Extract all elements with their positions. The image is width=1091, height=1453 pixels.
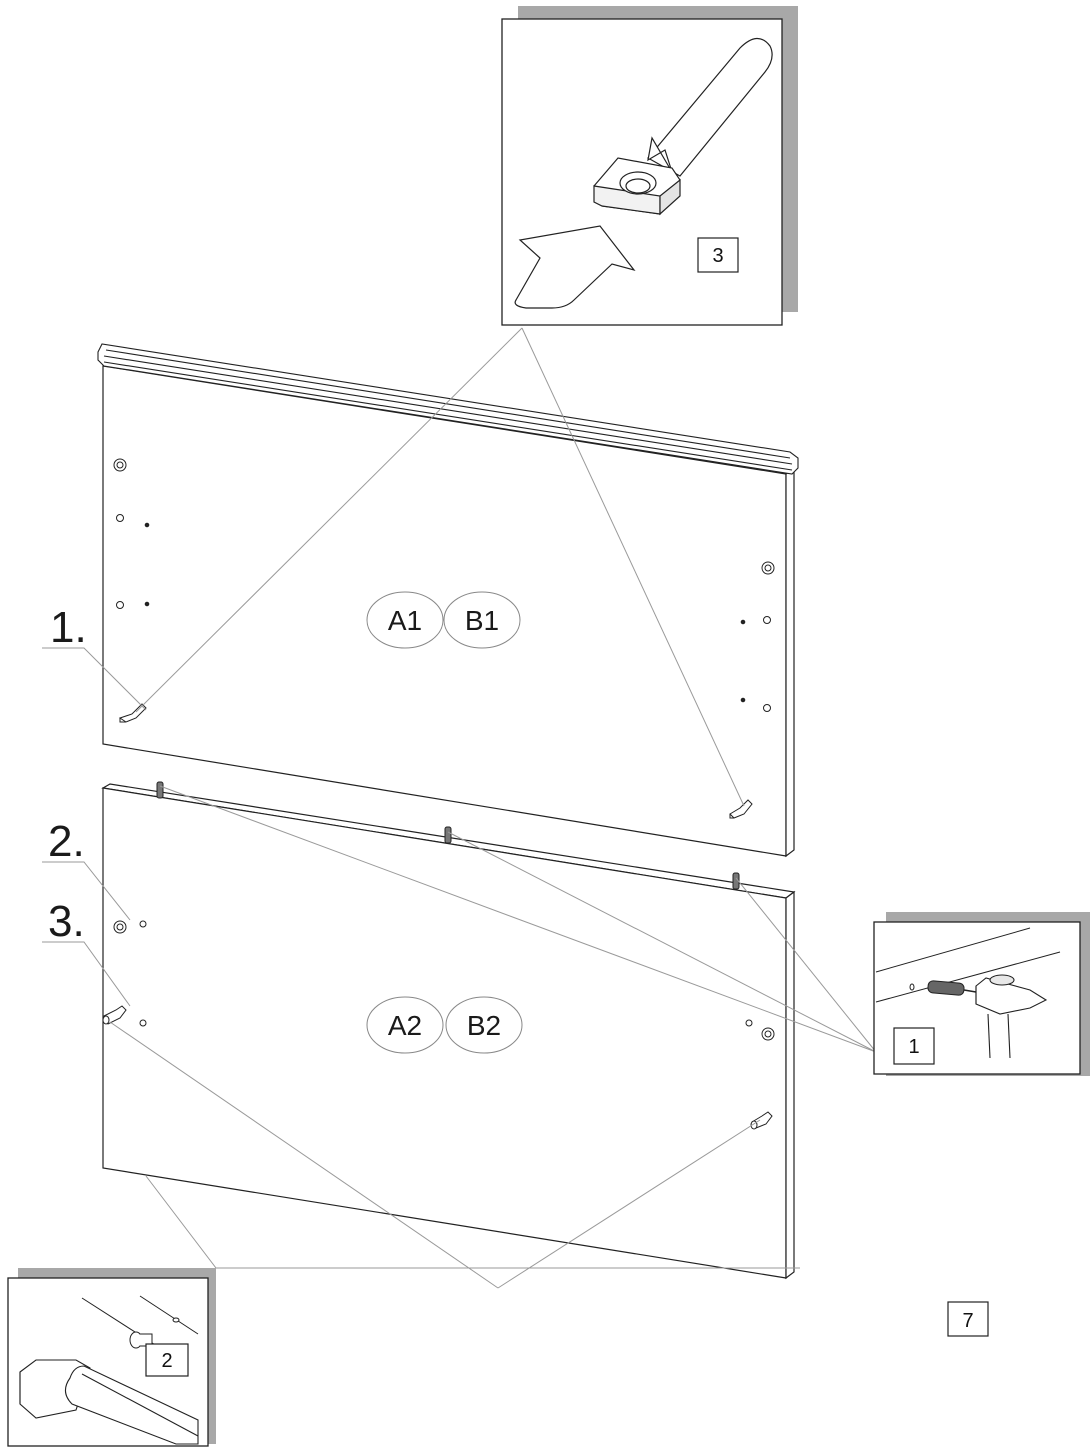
leader-line [159, 785, 877, 1053]
panel-label-b1: B1 [465, 605, 499, 636]
hole [144, 601, 150, 607]
detail-number: 1 [908, 1036, 919, 1058]
page-number: 7 [962, 1310, 973, 1332]
dowel-icon [156, 781, 164, 799]
panel-edge [785, 890, 795, 1280]
panel-label-a1: A1 [388, 605, 422, 636]
step-label-3: 3. [48, 897, 85, 946]
panel-label-bubble [366, 591, 444, 649]
hole [763, 704, 771, 712]
hammer-icon [19, 1359, 199, 1445]
panel-holes [113, 920, 775, 1041]
detail-number-box [697, 237, 739, 273]
lower-panel: A2 B2 [101, 781, 796, 1280]
cam-bolt-icon [102, 1005, 127, 1025]
dowel-icon [444, 826, 452, 844]
detail-number: 3 [712, 245, 723, 267]
panel-label-bubble [445, 996, 523, 1054]
top-rail [97, 343, 799, 475]
arrow-up-icon [514, 225, 636, 309]
hole [740, 619, 746, 625]
hole [745, 1019, 753, 1027]
cam-lock-tool-icon [593, 37, 773, 216]
leader-line [521, 327, 745, 807]
step-label-2: 2. [48, 817, 85, 866]
hammer-icon [975, 974, 1048, 1059]
hole [139, 920, 147, 928]
step-underline [42, 941, 131, 1007]
panel-face [102, 787, 787, 1279]
page-number-box [947, 1301, 989, 1337]
leader-line [497, 1119, 761, 1289]
panel-label-a2: A2 [388, 1010, 422, 1041]
hole [909, 983, 915, 991]
panel-label-b2: B2 [467, 1010, 501, 1041]
detail-number-box [145, 1343, 189, 1377]
detail-number: 2 [161, 1350, 172, 1372]
upper-panel: A1 B1 [97, 343, 799, 858]
hole [144, 522, 150, 528]
dowel-pins [156, 781, 740, 890]
leader-line [735, 877, 877, 1053]
hole [740, 697, 746, 703]
detail-box-cam-lock: 3 [501, 6, 798, 326]
panel-label-bubble [443, 591, 521, 649]
detail-box-dowel: 1 [873, 912, 1090, 1076]
step-underline [42, 861, 131, 921]
cam-lock-fitting-icon [729, 799, 753, 819]
leader-lines [42, 327, 877, 1289]
detail-box-cam-bolt: 2 [7, 1268, 216, 1447]
hole [139, 1019, 147, 1027]
panel-holes [113, 458, 775, 712]
dowel-icon [927, 980, 977, 996]
detail-number-box [893, 1027, 935, 1065]
panel-edge [785, 466, 795, 858]
leader-line [135, 327, 523, 713]
leader-line [447, 831, 877, 1053]
hole [172, 1317, 180, 1323]
leader-line [109, 1021, 499, 1289]
step-underline [42, 647, 147, 711]
panel-label-bubble [366, 996, 444, 1054]
hole [116, 601, 124, 609]
hole [763, 616, 771, 624]
hole [116, 514, 124, 522]
step-label-1: 1. [50, 603, 87, 652]
